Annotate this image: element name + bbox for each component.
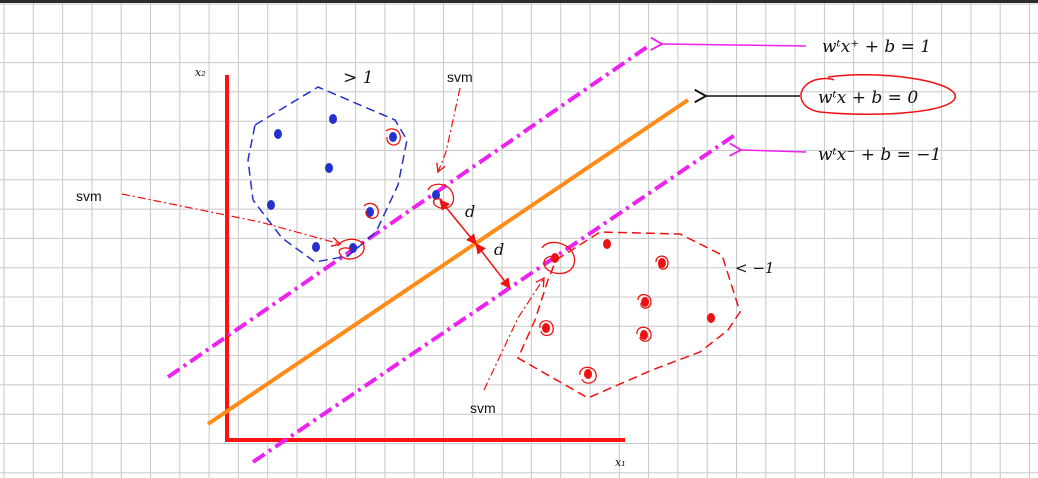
positive-cluster-boundary <box>247 86 408 263</box>
point-circle <box>385 128 401 146</box>
positive-point <box>267 200 275 210</box>
point-circle <box>636 326 652 342</box>
upper-margin-equation: wᵗx⁺ + b = 1 <box>822 37 931 57</box>
distance-arrow-lower <box>475 243 511 289</box>
positive-point <box>329 114 337 124</box>
positive-points <box>267 114 440 253</box>
hyperplane-equation: wᵗx + b = 0 <box>818 88 918 108</box>
lower-margin-line <box>251 133 737 464</box>
positive-point <box>312 242 320 252</box>
negative-point <box>551 253 559 263</box>
positive-point <box>366 207 374 217</box>
negative-point <box>707 313 715 323</box>
svm-bottom-label: svm <box>470 400 496 416</box>
negative-point <box>641 297 649 307</box>
upper-margin-line <box>166 43 652 379</box>
distance-label-upper: d <box>465 202 475 221</box>
negative-point <box>542 323 550 333</box>
negative-cluster-boundary <box>517 231 741 399</box>
window-top-border <box>0 0 1038 3</box>
point-circle <box>579 366 597 384</box>
positive-point <box>389 132 397 142</box>
point-circle <box>539 320 554 337</box>
hyperplane-equation-circle <box>800 74 956 115</box>
point-circle <box>337 238 365 260</box>
point-circle <box>655 255 669 270</box>
positive-region-label: > 1 <box>343 68 373 88</box>
svm-left-pointer <box>121 193 342 247</box>
negative-points <box>542 239 715 379</box>
lower-equation-arrow <box>729 142 807 157</box>
positive-point <box>432 190 440 200</box>
negative-point <box>658 258 666 268</box>
negative-point <box>640 330 648 340</box>
point-circle <box>541 241 576 275</box>
distance-arrow-upper <box>439 199 477 245</box>
svm-left-label: svm <box>76 188 102 204</box>
x-axis-label: x₁ <box>615 456 626 469</box>
y-axis-label: x₂ <box>195 66 206 79</box>
distance-label-lower: d <box>494 240 504 259</box>
negative-region-label: < −1 <box>735 259 774 277</box>
lower-margin-equation: wᵗx⁻ + b = −1 <box>818 145 941 165</box>
upper-equation-arrow <box>650 36 807 51</box>
positive-point <box>274 129 282 139</box>
negative-point-circles <box>539 241 669 384</box>
point-circle <box>637 293 652 309</box>
svm-top-pointer <box>436 87 461 174</box>
decision-hyperplane <box>206 98 690 426</box>
positive-point <box>325 163 333 173</box>
negative-point <box>584 369 592 379</box>
svm-top-label: svm <box>447 69 473 85</box>
svm-bottom-pointer <box>483 276 545 391</box>
positive-point <box>349 243 357 253</box>
background-grid <box>0 3 1038 478</box>
point-circle <box>363 202 379 219</box>
negative-point <box>603 239 611 249</box>
